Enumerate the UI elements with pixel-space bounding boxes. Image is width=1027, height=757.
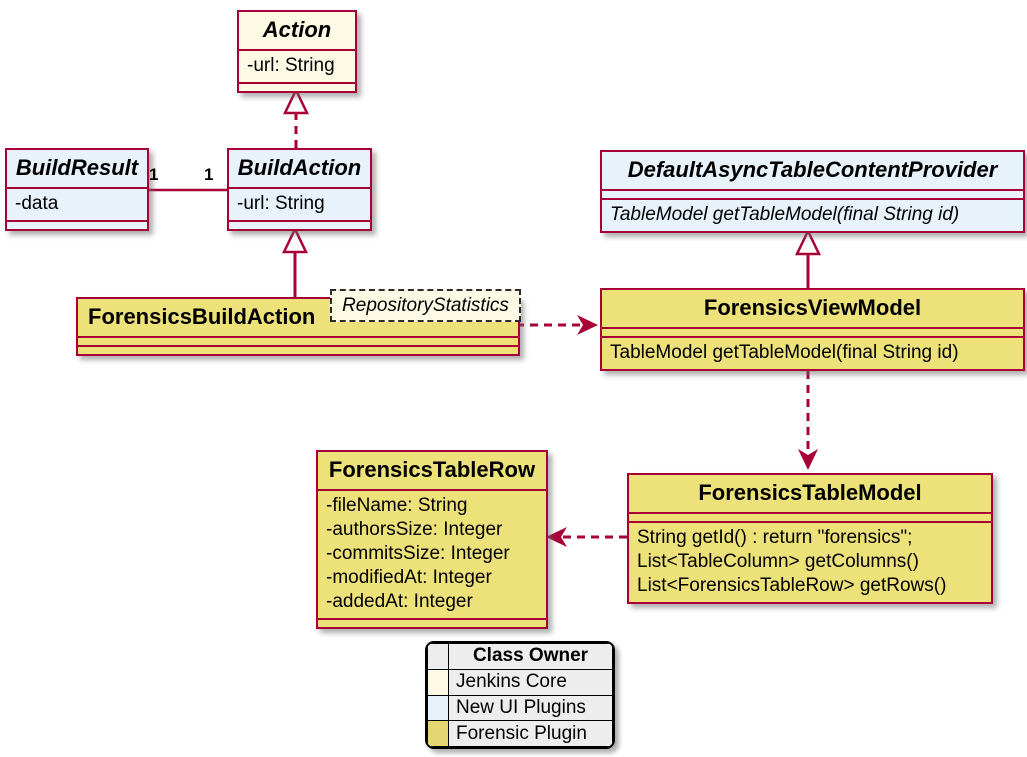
- methods-section-empty: [229, 220, 370, 229]
- legend: Class Owner Jenkins Core New UI Plugins …: [425, 641, 615, 749]
- method: TableModel getTableModel(final String id…: [610, 342, 959, 363]
- class-title-forensicstablerow: ForensicsTableRow: [328, 457, 536, 482]
- class-box-forensicstablemodel: ForensicsTableModel String getId() : ret…: [627, 473, 993, 604]
- legend-swatch-jenkins-core: [427, 668, 449, 696]
- legend-header-row: Class Owner: [427, 643, 613, 670]
- methods-section: TableModel getTableModel(final String id…: [602, 336, 1023, 369]
- attribute: -url: String: [247, 55, 335, 76]
- extends-forensicsviewmodel-to-provider: [795, 228, 821, 288]
- attributes-section-empty: [602, 189, 1023, 198]
- attributes-section: -url: String: [239, 49, 355, 82]
- method: List<TableColumn> getColumns(): [637, 551, 919, 572]
- attribute: -url: String: [237, 193, 325, 214]
- legend-row: Forensic Plugin: [427, 720, 613, 747]
- class-title-forensicsbuildaction: ForensicsBuildAction: [88, 304, 316, 329]
- class-title-forensicsviewmodel: ForensicsViewModel: [703, 295, 922, 320]
- class-box-defaultasynctablecontentprovider: DefaultAsyncTableContentProvider TableMo…: [600, 150, 1025, 233]
- methods-section-empty: [318, 618, 546, 627]
- class-title-defaultasynctablecontentprovider: DefaultAsyncTableContentProvider: [627, 157, 998, 182]
- method: String getId() : return "forensics";: [637, 527, 913, 548]
- attribute: -fileName: String: [326, 495, 468, 516]
- attributes-section: -url: String: [229, 187, 370, 220]
- class-box-forensicstablerow: ForensicsTableRow -fileName: String -aut…: [316, 450, 548, 629]
- legend-label: Jenkins Core: [448, 668, 613, 696]
- legend-swatch-forensic-plugin: [427, 720, 449, 747]
- methods-section-empty: [239, 82, 355, 91]
- methods-section-empty: [78, 345, 518, 354]
- class-title-forensicstablemodel: ForensicsTableModel: [698, 480, 922, 505]
- legend-title: Class Owner: [448, 643, 613, 670]
- class-box-buildresult: BuildResult -data: [5, 148, 149, 231]
- attributes-section: -data: [7, 187, 147, 220]
- attribute: -commitsSize: Integer: [326, 543, 510, 564]
- extends-forensicsbuildaction-to-buildaction: [282, 226, 308, 297]
- methods-section-empty: [7, 220, 147, 229]
- methods-section: String getId() : return "forensics"; Lis…: [629, 521, 991, 602]
- class-title-buildresult: BuildResult: [15, 155, 139, 180]
- class-box-action: Action -url: String: [237, 10, 357, 93]
- legend-label: Forensic Plugin: [448, 720, 613, 747]
- legend-row: New UI Plugins: [427, 694, 613, 722]
- template-parameter-label: RepositoryStatistics: [342, 295, 509, 316]
- methods-section: TableModel getTableModel(final String id…: [602, 198, 1023, 231]
- multiplicity-label-right: 1: [204, 165, 214, 184]
- legend-row: Jenkins Core: [427, 668, 613, 696]
- attributes-section-empty: [78, 336, 518, 345]
- method: List<ForensicsTableRow> getRows(): [637, 575, 947, 596]
- dependency-forensicsbuildaction-to-forensicsviewmodel: [516, 315, 598, 335]
- class-box-buildaction: BuildAction -url: String: [227, 148, 372, 231]
- legend-label: New UI Plugins: [448, 694, 613, 722]
- class-title-buildaction: BuildAction: [237, 155, 362, 180]
- realization-buildaction-to-action: [283, 87, 309, 148]
- class-box-forensicsviewmodel: ForensicsViewModel TableModel getTableMo…: [600, 288, 1025, 371]
- attribute: -authorsSize: Integer: [326, 519, 503, 540]
- multiplicity-label-left: 1: [149, 165, 159, 184]
- dependency-forensicsviewmodel-to-forensicstablemodel: [798, 371, 818, 470]
- attributes-section-empty: [629, 512, 991, 521]
- attributes-section-empty: [602, 327, 1023, 336]
- template-parameter-box: RepositoryStatistics: [330, 289, 521, 322]
- legend-swatch-new-ui-plugins: [427, 694, 449, 722]
- legend-table: Class Owner Jenkins Core New UI Plugins …: [427, 643, 613, 747]
- dependency-forensicstablemodel-to-forensicstablerow: [546, 527, 627, 547]
- class-title-action: Action: [262, 17, 332, 42]
- method: TableModel getTableModel(final String id…: [610, 204, 960, 225]
- attribute: -modifiedAt: Integer: [326, 567, 492, 588]
- attribute: -data: [15, 193, 59, 214]
- attributes-section: -fileName: String -authorsSize: Integer …: [318, 489, 546, 618]
- legend-header-swatch: [427, 643, 449, 670]
- class-box-forensicsbuildaction: ForensicsBuildAction: [76, 297, 520, 356]
- attribute: -addedAt: Integer: [326, 591, 473, 612]
